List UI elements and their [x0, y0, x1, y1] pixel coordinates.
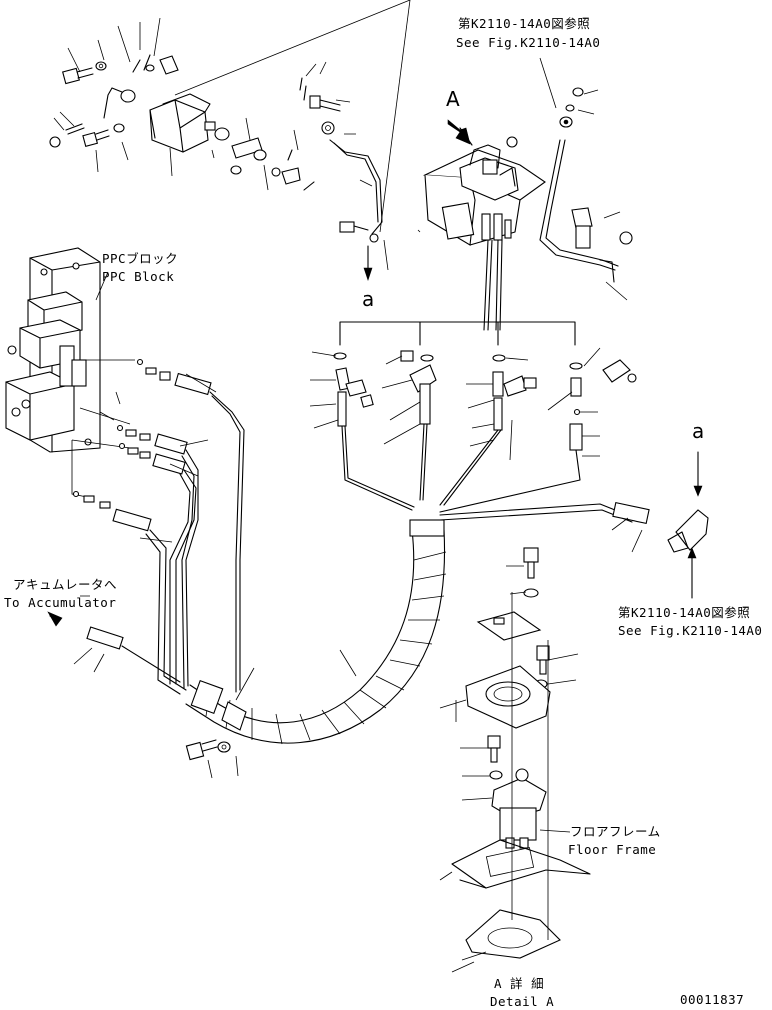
ppc-block [5, 247, 245, 695]
spiral-sleeve [185, 519, 447, 779]
top-left-parts [49, 0, 411, 281]
ref-label-top-jp: 第K2110-14A0図参照 [458, 16, 591, 31]
ppc-block-label-en: PPC Block [102, 269, 175, 284]
ref-label-right-en: See Fig.K2110-14A0 [618, 623, 763, 638]
ppc-block-label-jp: PPCブロック [102, 251, 179, 266]
detail-a-assembly [439, 547, 591, 973]
drawing-id: 00011837 [680, 992, 745, 1007]
mark-a-left: a [362, 287, 375, 311]
floor-frame-label-en: Floor Frame [568, 842, 657, 857]
connector-row [309, 347, 709, 599]
view-a-marker: A [446, 87, 460, 111]
mark-a-right: a [692, 419, 705, 443]
ref-label-right-jp: 第K2110-14A0図参照 [618, 605, 751, 620]
ref-label-top-en: See Fig.K2110-14A0 [456, 35, 601, 50]
detail-a-label-en: Detail A [490, 994, 555, 1009]
accumulator-label-jp: アキュムレータへ [13, 577, 118, 592]
control-lever-assembly [339, 57, 633, 346]
accumulator-label-en: To Accumulator [4, 595, 117, 610]
floor-frame-label-jp: フロアフレーム [570, 824, 661, 839]
detail-a-label-jp: A 詳 細 [494, 976, 545, 991]
